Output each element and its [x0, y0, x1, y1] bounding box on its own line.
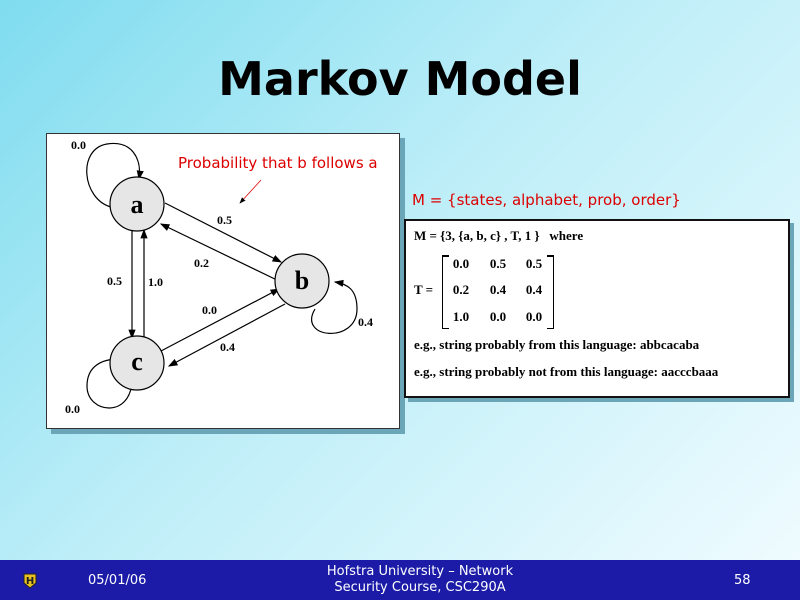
- page-number: 58: [734, 573, 751, 588]
- label-b-a: 0.2: [194, 256, 209, 270]
- model-line: M = {3, {a, b, c} , T, 1 } where: [414, 228, 584, 243]
- label-b-b: 0.4: [358, 315, 373, 329]
- model-box: M = {3, {a, b, c} , T, 1 } where T = 0.0…: [404, 219, 790, 398]
- model-definition: M = {states, alphabet, prob, order}: [412, 191, 681, 209]
- node-b-circle: [274, 253, 330, 309]
- matrix-cell: 1.0: [452, 309, 470, 324]
- matrix-cell: 0.0: [525, 309, 543, 324]
- markov-state-diagram: a b c 0.0 0.5 0.2 0.5 1.0 0.0 0.4 0.4 0.…: [46, 133, 400, 429]
- edge-b-a: [159, 223, 282, 283]
- matrix-cell: 0.5: [525, 256, 543, 271]
- edge-c-c: [86, 355, 133, 409]
- footer-date: 05/01/06: [88, 573, 147, 588]
- matrix-cell: 0.0: [452, 256, 470, 271]
- label-c-c: 0.0: [65, 402, 80, 416]
- edge-a-a: [86, 142, 144, 208]
- node-a: a: [131, 190, 144, 219]
- label-b-c: 0.4: [220, 340, 235, 354]
- transition-matrix: 0.0 0.5 0.5 0.2 0.4 0.4 1.0 0.0 0.0: [442, 255, 554, 329]
- matrix-cell: 0.2: [452, 282, 470, 297]
- edge-b-c: [167, 303, 286, 367]
- label-a-b: 0.5: [217, 213, 232, 227]
- node-c: c: [131, 347, 143, 376]
- example-not-in-language: e.g., string probably not from this lang…: [414, 364, 719, 379]
- node-c-circle: [109, 335, 165, 391]
- example-in-language: e.g., string probably from this language…: [414, 337, 700, 352]
- footer-bar: H 05/01/06 Hofstra University – Network …: [0, 560, 800, 600]
- slide-title: Markov Model: [218, 52, 582, 106]
- node-b: b: [295, 266, 309, 295]
- label-c-b: 0.0: [202, 303, 217, 317]
- label-a-a: 0.0: [71, 138, 86, 152]
- callout-text: Probability that b follows a: [178, 154, 378, 172]
- label-c-a: 1.0: [148, 275, 163, 289]
- footer-course-line2: Security Course, CSC290A: [334, 580, 506, 595]
- callout-arrow: [239, 179, 262, 204]
- label-a-c: 0.5: [107, 274, 122, 288]
- diagram-svg: a b c 0.0 0.5 0.2 0.5 1.0 0.0 0.4 0.4 0.…: [65, 138, 373, 416]
- hofstra-logo-icon: H: [23, 573, 37, 589]
- node-a-circle: [109, 176, 165, 232]
- edge-b-b: [311, 279, 358, 334]
- matrix-cell: 0.5: [489, 256, 507, 271]
- edge-a-b: [164, 202, 283, 263]
- edge-c-b: [160, 288, 281, 352]
- matrix-cell: 0.4: [525, 282, 543, 297]
- t-label: T =: [414, 282, 434, 297]
- matrix-cell: 0.4: [489, 282, 507, 297]
- footer-course-line1: Hofstra University – Network: [326, 564, 514, 579]
- svg-text:H: H: [26, 576, 34, 587]
- matrix-cell: 0.0: [489, 309, 507, 324]
